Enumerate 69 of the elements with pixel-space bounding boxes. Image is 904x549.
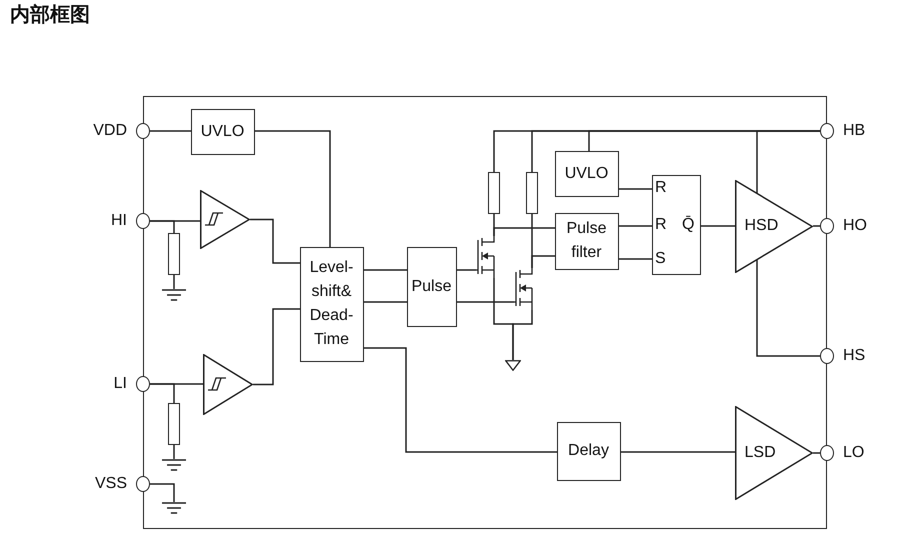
wire [364,301,407,303]
block-label: Pulse [411,276,452,296]
wire [173,445,175,459]
block-label: Level- shift& Dead- Time [308,258,354,350]
pin-label: VDD [93,121,127,141]
block-label: UVLO [564,164,608,184]
latch-block [652,174,700,274]
wire [364,269,407,271]
comparator-symbol [202,354,252,414]
wire [150,383,175,403]
pin-label: LO [843,443,864,463]
resistor-symbol [168,402,180,444]
function-block [556,422,620,480]
wire [457,301,514,303]
wire [150,220,175,233]
wire [621,451,735,453]
function-block [190,108,254,154]
pin-label: HI [111,211,127,231]
wire [512,310,533,360]
wire [756,130,820,193]
port-label: Q̄ [682,215,694,235]
resistor-symbol [488,172,500,214]
port-label: S [655,249,666,269]
pin-label: LI [114,374,127,394]
wire [493,227,555,236]
wire [150,130,191,132]
function-block [406,246,456,326]
resistor-symbol [168,232,180,274]
driver-triangle [734,180,812,272]
wire [457,269,476,271]
resistor-symbol [526,172,538,214]
chip-outline [143,96,827,529]
wire [255,130,331,247]
wire [756,260,820,357]
wire [813,452,820,454]
block-label: Pulse filter [565,219,608,263]
pin-label: VSS [94,474,127,494]
wire [813,225,820,227]
comparator-symbol [200,190,250,248]
ground-icon [162,502,186,514]
wire [250,218,300,264]
driver-triangle [734,406,812,500]
pin-label: HB [843,121,866,141]
ground-icon [504,360,520,370]
port-label: R [655,178,667,198]
wire [253,308,300,386]
wire [701,225,735,227]
function-block [300,246,364,362]
ground-icon [162,458,186,472]
transistor-symbol [514,268,534,310]
transistor-symbol [476,236,496,278]
block-label: Delay [568,441,609,461]
wire [150,483,175,502]
wire [619,225,652,227]
wire [619,258,652,260]
pin-label: HO [843,216,867,236]
wire [173,275,175,289]
wire [619,188,652,190]
function-block [554,212,618,270]
block-label: LSD [744,442,776,462]
diagram-title: 内部框图 [10,1,90,27]
ground-icon [162,288,186,302]
port-label: R [655,215,667,235]
wire [531,255,555,268]
block-label: UVLO [200,122,244,142]
block-label: HSD [744,216,778,236]
wire [364,347,557,453]
function-block [554,150,618,196]
pin-label: HS [843,346,866,366]
